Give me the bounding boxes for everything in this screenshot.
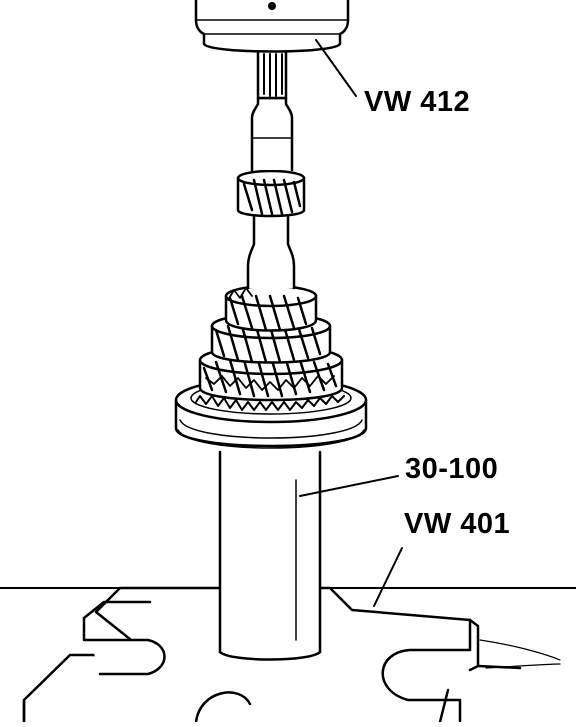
leader-lines bbox=[299, 39, 403, 607]
upper-gear bbox=[224, 284, 318, 332]
support-plate bbox=[0, 586, 576, 724]
callout-press-tool: VW 412 bbox=[364, 86, 471, 118]
callout-support-plate: VW 401 bbox=[404, 508, 511, 540]
shaft bbox=[236, 48, 306, 290]
callout-sleeve-tool: 30-100 bbox=[405, 453, 499, 485]
press-tool bbox=[194, 0, 350, 53]
sleeve-cylinder bbox=[218, 450, 322, 661]
